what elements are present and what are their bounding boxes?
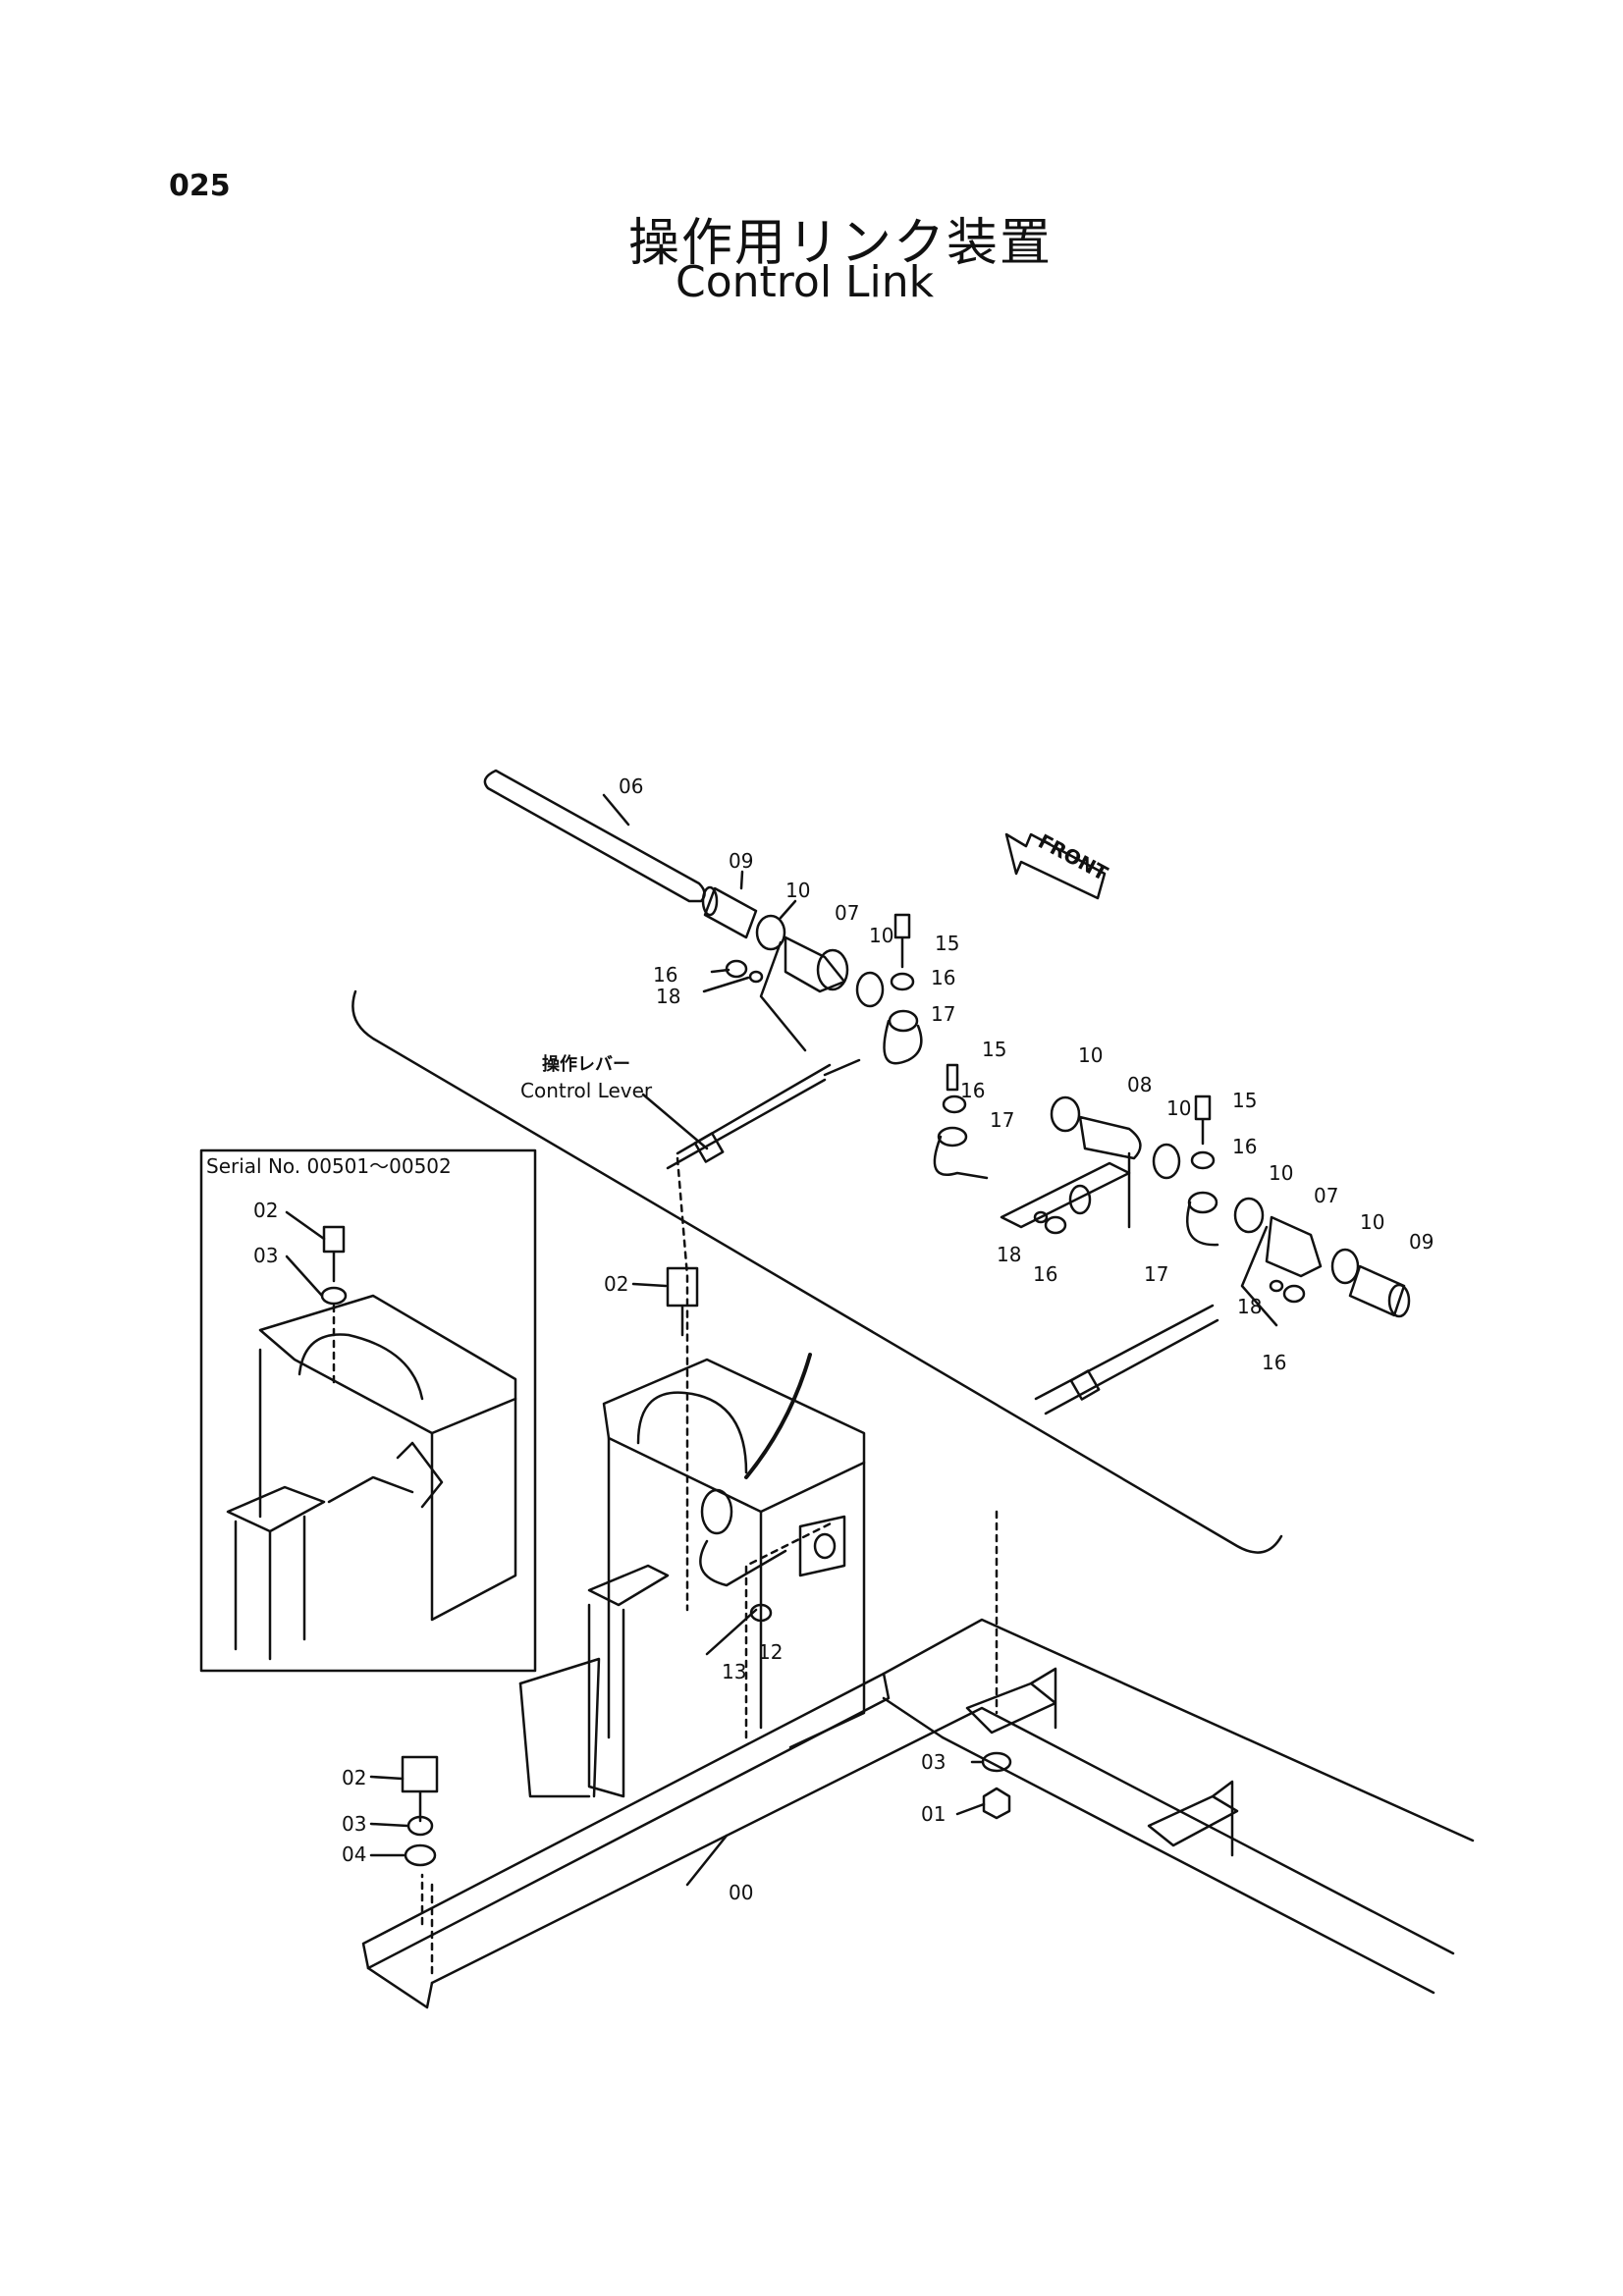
control-lever-label-en: Control Lever	[520, 1079, 653, 1102]
rod-end-17-a	[883, 1019, 923, 1065]
lever-08	[1078, 1115, 1142, 1160]
front-arrow-label: FRONT	[1035, 829, 1112, 885]
callout-15-c: 15	[1232, 1089, 1257, 1112]
main-bracket	[602, 1358, 866, 1514]
bushing-09-right	[1348, 1264, 1406, 1317]
inset-serial-box	[199, 1148, 537, 1673]
callout-13: 13	[722, 1660, 746, 1683]
callout-16-b: 16	[931, 966, 955, 989]
callout-inset-02: 02	[253, 1199, 278, 1222]
callout-main-02: 02	[604, 1272, 628, 1296]
callout-bottom-04: 04	[342, 1842, 366, 1866]
callout-09-b: 09	[1409, 1230, 1434, 1254]
callout-10-d: 10	[1166, 1096, 1191, 1120]
callout-right-03: 03	[921, 1750, 946, 1774]
inset-serial-label: Serial No. 00501～00502	[206, 1154, 452, 1178]
detail-boundary-curve	[352, 989, 1283, 1554]
inset-bolt-02	[322, 1225, 346, 1283]
bolt-15-a	[893, 913, 911, 969]
nut-01	[982, 1787, 1011, 1820]
front-arrow-icon	[1004, 832, 1107, 900]
right-lower-bracket	[1147, 1780, 1239, 1857]
page-title-japanese: 操作用リンク装置	[628, 214, 1054, 273]
lever-07-lower	[1265, 1215, 1323, 1278]
control-lever-rod-upper	[666, 1058, 861, 1170]
callout-15-b: 15	[982, 1038, 1006, 1061]
callout-10-f: 10	[1360, 1210, 1384, 1234]
callout-17-b: 17	[990, 1108, 1014, 1132]
rod-end-17-c	[1185, 1201, 1219, 1247]
bushing-09-left	[703, 886, 758, 939]
page-title-english: Control Link	[676, 257, 935, 307]
callout-10-e: 10	[1269, 1161, 1293, 1185]
base-channel-00	[361, 1672, 891, 1970]
callout-18-a: 18	[656, 985, 680, 1008]
rod-end-17-b	[933, 1135, 989, 1180]
bolt-15-b	[946, 1063, 959, 1092]
callout-16-d: 16	[1232, 1135, 1257, 1158]
bolt-13	[705, 1608, 758, 1656]
control-lever-label-jp: 操作レバー	[542, 1053, 630, 1075]
callout-09-a: 09	[729, 849, 753, 873]
callout-16-e: 16	[1033, 1262, 1057, 1286]
bolt-02-bottom	[401, 1755, 439, 1823]
callout-labels: 06 09 10 07 10 15 16 18 16 17 15 10 08 1…	[253, 774, 1434, 1904]
callout-16-f: 16	[1262, 1351, 1286, 1374]
callout-inset-03: 03	[253, 1244, 278, 1267]
callout-06: 06	[619, 774, 643, 798]
bolt-15-c	[1194, 1095, 1212, 1146]
callout-right-01: 01	[921, 1802, 946, 1826]
control-lever-rod-lower	[1034, 1304, 1219, 1415]
callout-00: 00	[729, 1881, 753, 1904]
shaft-06	[483, 769, 706, 903]
callout-18-b: 18	[997, 1243, 1021, 1266]
callout-10-c: 10	[1078, 1043, 1103, 1067]
callout-17-a: 17	[931, 1002, 955, 1026]
callout-15-a: 15	[935, 932, 959, 955]
callout-10-b: 10	[869, 924, 893, 947]
callout-bottom-03: 03	[342, 1812, 366, 1836]
callout-12: 12	[758, 1640, 783, 1664]
bushing-10-a	[755, 914, 786, 951]
callout-bottom-02: 02	[342, 1766, 366, 1789]
callout-17-c: 17	[1144, 1262, 1168, 1286]
callout-16-a: 16	[653, 963, 677, 987]
nut-16-left	[725, 959, 748, 979]
callout-07-b: 07	[1314, 1184, 1338, 1207]
bolt-02-main	[666, 1266, 699, 1337]
bushing-10-e	[1233, 1197, 1265, 1234]
callout-18-c: 18	[1237, 1295, 1262, 1318]
page-number: 025	[169, 169, 231, 203]
callout-10-a: 10	[785, 879, 810, 902]
callout-16-c: 16	[960, 1079, 985, 1102]
lever-07-upper	[784, 935, 846, 993]
right-bracket-plate	[965, 1667, 1057, 1735]
callout-08: 08	[1127, 1073, 1152, 1096]
callout-07-a: 07	[835, 901, 859, 925]
inset-bracket	[258, 1294, 517, 1435]
